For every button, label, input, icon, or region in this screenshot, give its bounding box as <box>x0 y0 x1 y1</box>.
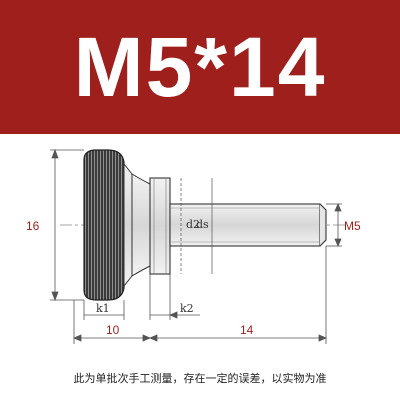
thumb-screw-drawing: d2 ds 16 M5 k1 <box>26 148 361 344</box>
title-banner <box>0 0 400 134</box>
d2-label: d2 <box>186 218 200 231</box>
head-height-dimension <box>50 148 84 302</box>
head-height-label: 16 <box>26 219 40 233</box>
knurl-depth-dimension <box>83 300 125 320</box>
length-dimension <box>72 246 328 344</box>
collar-width-label: k2 <box>180 302 194 315</box>
ds-label: ds <box>196 218 209 231</box>
threaded-shank <box>169 203 327 247</box>
shank-length-label: 14 <box>240 323 254 337</box>
product-title: M5*14 <box>73 19 327 114</box>
knurled-head <box>83 149 151 301</box>
head-length-label: 10 <box>106 323 120 337</box>
thread-dimension <box>326 202 342 248</box>
knurl-depth-label: k1 <box>96 302 110 315</box>
collar <box>149 177 171 275</box>
measurement-disclaimer: 此为单批次手工测量，存在一定的误差，以实物为准 <box>73 372 327 385</box>
collar-width-dimension <box>149 274 200 320</box>
thread-label: M5 <box>344 219 361 233</box>
